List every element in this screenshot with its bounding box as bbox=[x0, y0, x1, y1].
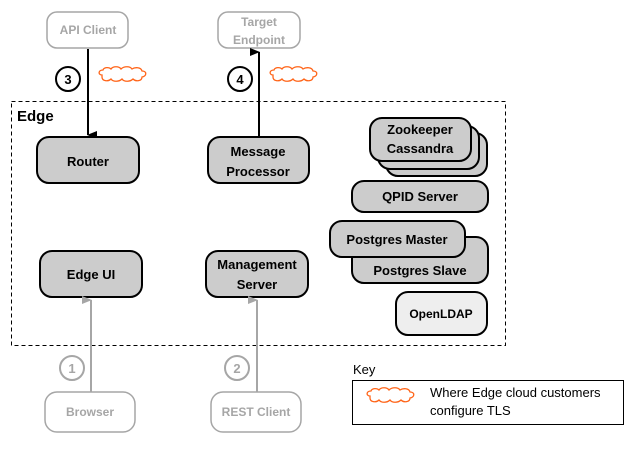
qpid-server-label: QPID Server bbox=[382, 189, 458, 204]
key-tls-text: Where Edge cloud customers bbox=[430, 385, 601, 400]
postgres-slave-label: Postgres Slave bbox=[373, 263, 466, 278]
management-server-label: Management bbox=[217, 257, 297, 272]
management-server-node: Management Server bbox=[205, 250, 309, 298]
cassandra-label: Cassandra bbox=[387, 141, 454, 156]
browser-node: Browser bbox=[44, 391, 136, 433]
api-client-node: API Client bbox=[46, 11, 129, 49]
openldap-label: OpenLDAP bbox=[409, 307, 472, 321]
step-2-label: 2 bbox=[233, 361, 240, 376]
edge-ui-node: Edge UI bbox=[39, 250, 143, 298]
step-1-badge: 1 bbox=[59, 355, 85, 381]
router-label: Router bbox=[67, 154, 109, 169]
step-2-badge: 2 bbox=[224, 355, 250, 381]
step-3-badge: 3 bbox=[55, 66, 81, 92]
rest-client-node: REST Client bbox=[210, 391, 302, 433]
target-endpoint-label: Endpoint bbox=[233, 33, 285, 47]
message-processor-label: Message bbox=[231, 144, 286, 159]
step-4-badge: 4 bbox=[227, 66, 253, 92]
message-processor-node: Message Processor bbox=[207, 136, 310, 184]
router-node: Router bbox=[36, 136, 140, 184]
postgres-master-label: Postgres Master bbox=[346, 232, 447, 247]
step-1-label: 1 bbox=[68, 361, 75, 376]
edge-label: Edge bbox=[17, 108, 54, 125]
api-client-label: API Client bbox=[60, 23, 117, 37]
browser-label: Browser bbox=[66, 405, 114, 419]
zookeeper-label: Zookeeper bbox=[387, 122, 453, 137]
postgres-master-node: Postgres Master bbox=[329, 220, 466, 258]
management-server-label: Server bbox=[237, 277, 277, 292]
target-endpoint-node: Target Endpoint bbox=[217, 11, 301, 49]
step-4-label: 4 bbox=[236, 72, 244, 87]
tls-cloud-icon bbox=[269, 66, 318, 82]
tls-cloud-icon bbox=[366, 387, 415, 403]
key-title: Key bbox=[353, 362, 376, 377]
rest-client-label: REST Client bbox=[222, 405, 291, 419]
qpid-server-node: QPID Server bbox=[351, 180, 489, 213]
target-endpoint-label: Target bbox=[241, 15, 277, 29]
tls-cloud-icon bbox=[98, 66, 147, 82]
edge-ui-label: Edge UI bbox=[67, 267, 115, 282]
key-tls-text-line2: configure TLS bbox=[430, 403, 511, 418]
step-3-label: 3 bbox=[64, 72, 71, 87]
openldap-node: OpenLDAP bbox=[395, 291, 488, 336]
zookeeper-cassandra-node: Zookeeper Cassandra bbox=[369, 117, 488, 177]
message-processor-label: Processor bbox=[226, 164, 290, 179]
